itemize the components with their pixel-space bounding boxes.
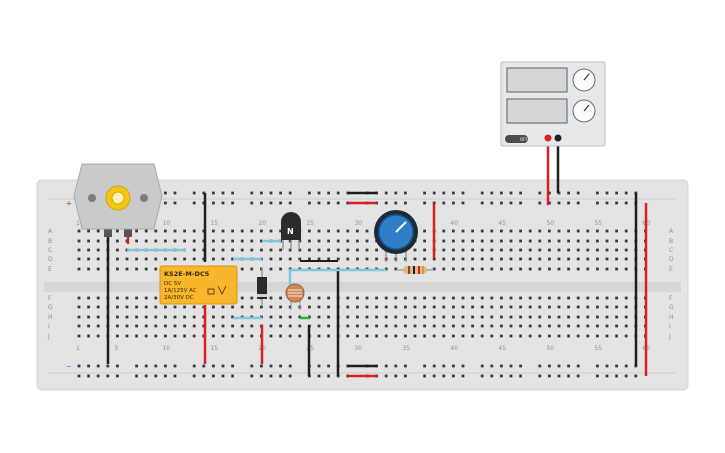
row-letter: C (669, 247, 673, 254)
dc-motor[interactable] (73, 163, 163, 237)
column-number: 1 (76, 345, 80, 352)
column-number: 25 (306, 345, 314, 352)
column-number: 55 (594, 345, 602, 352)
row-letter: C (48, 247, 52, 254)
row-letter: G (669, 304, 674, 311)
column-number: 50 (546, 220, 554, 227)
motor-hub-icon (105, 185, 131, 211)
row-letter: G (48, 304, 53, 311)
column-number: 55 (594, 220, 602, 227)
npn-transistor[interactable]: N (281, 212, 301, 250)
psu-positive-terminal[interactable] (544, 134, 552, 142)
column-number: 45 (498, 220, 506, 227)
row-letter: F (669, 295, 673, 302)
rail-marker: + (66, 200, 72, 208)
row-letter: J (668, 333, 671, 340)
psu-button-label: OFF (520, 137, 528, 142)
row-letter: A (48, 228, 53, 235)
psu-current-display (506, 98, 568, 124)
relay-spec-2: 1A/125V AC (164, 288, 197, 294)
photoresistor[interactable] (285, 283, 305, 310)
row-letter: D (669, 256, 674, 263)
power-supply[interactable]: OFF (500, 61, 606, 147)
row-letter: A (669, 228, 674, 235)
row-letter: E (48, 266, 52, 273)
psu-voltage-display (506, 67, 568, 93)
column-number: 15 (210, 345, 218, 352)
breadboard-holes[interactable] (77, 191, 647, 378)
row-letter: B (669, 238, 673, 245)
wires[interactable] (106, 138, 648, 378)
row-letter: J (47, 333, 50, 340)
relay[interactable]: KS2E-M-DC5 DC 5V 1A/125V AC 2A/30V DC (159, 265, 238, 305)
relay-spec-3: 2A/30V DC (164, 295, 194, 301)
psu-power-button[interactable] (505, 135, 528, 143)
psu-negative-terminal[interactable] (554, 134, 562, 142)
rail-marker: − (66, 363, 72, 371)
column-number: 30 (354, 220, 362, 227)
column-number: 25 (306, 220, 314, 227)
diode[interactable] (257, 268, 267, 306)
potentiometer[interactable] (374, 210, 418, 262)
row-letter: B (48, 238, 52, 245)
row-letter: F (48, 295, 52, 302)
row-letter: I (669, 323, 671, 330)
relay-model: KS2E-M-DC5 (164, 270, 210, 278)
column-number: 50 (546, 345, 554, 352)
column-number: 35 (402, 345, 410, 352)
wire-blue-5[interactable] (288, 268, 386, 288)
column-number: 30 (354, 345, 362, 352)
column-number: 45 (498, 345, 506, 352)
column-number: 10 (162, 345, 170, 352)
row-letter: H (669, 314, 674, 321)
row-letter: E (669, 266, 673, 273)
column-number: 1 (76, 220, 80, 227)
column-number: 20 (258, 220, 266, 227)
row-letter: I (48, 323, 50, 330)
resistor[interactable] (396, 266, 434, 274)
row-letter: D (48, 256, 53, 263)
column-number: 5 (114, 345, 118, 352)
breadboard[interactable]: 1155101015152020252530303535404045455050… (36, 179, 689, 391)
column-number: 15 (210, 220, 218, 227)
column-number: 40 (450, 220, 458, 227)
row-letter: H (48, 314, 53, 321)
column-number: 40 (450, 345, 458, 352)
relay-spec-1: DC 5V (164, 281, 181, 287)
transistor-label: N (287, 227, 294, 236)
relay-symbol-icon (207, 285, 227, 295)
column-number: 10 (162, 220, 170, 227)
